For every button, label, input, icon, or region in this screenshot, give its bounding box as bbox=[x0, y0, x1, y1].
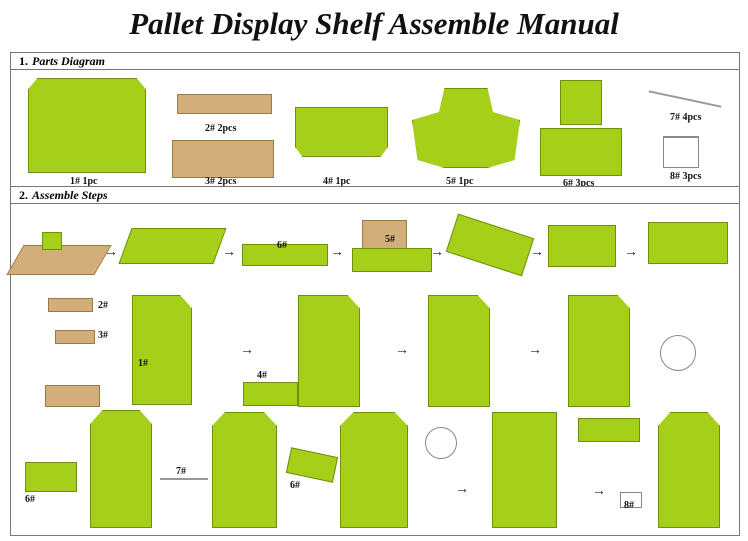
step-label: 2# bbox=[98, 300, 108, 311]
step-3-band bbox=[242, 244, 328, 266]
arrow-icon: → bbox=[624, 245, 638, 260]
part-2-label: 2# 2pcs bbox=[205, 123, 237, 134]
part-6-label: 6# 3pcs bbox=[563, 178, 595, 189]
step-1-fold bbox=[42, 232, 62, 250]
rod-7 bbox=[160, 478, 208, 480]
step-label: 6# bbox=[25, 494, 35, 505]
section-title: Parts Diagram bbox=[32, 54, 106, 68]
step-label: 6# bbox=[277, 240, 287, 251]
step-shelf-body bbox=[298, 295, 360, 407]
part-8-price-holder bbox=[663, 136, 699, 168]
part-4-header bbox=[295, 107, 388, 157]
step-shelf-body bbox=[212, 412, 277, 528]
step-shelf-body bbox=[132, 295, 192, 405]
step-label: 4# bbox=[257, 370, 267, 381]
step-4-top-tray bbox=[362, 220, 407, 250]
section-header-parts: 1. Parts Diagram bbox=[10, 52, 740, 70]
step-label: 6# bbox=[290, 480, 300, 491]
price-holder-8 bbox=[620, 492, 642, 508]
detail-zoom-circle bbox=[660, 335, 696, 371]
step-label: 5# bbox=[385, 234, 395, 245]
section-number: 2. bbox=[19, 188, 28, 202]
step-shelf-body bbox=[568, 295, 630, 407]
step-label: 3# bbox=[98, 330, 108, 341]
page-title: Pallet Display Shelf Assemble Manual bbox=[129, 6, 619, 41]
part-8-label: 8# 3pcs bbox=[670, 171, 702, 182]
part-6-shelf-tray bbox=[540, 128, 622, 176]
detail-zoom-circle bbox=[425, 427, 457, 459]
step-7-box bbox=[648, 222, 728, 264]
part-6-shelf-back bbox=[560, 80, 602, 125]
step-shelf-body bbox=[492, 412, 557, 528]
step-2-box bbox=[118, 228, 227, 264]
part-1-label: 1# 1pc bbox=[70, 176, 98, 187]
divider-3 bbox=[55, 330, 95, 344]
step-top-tray bbox=[578, 418, 640, 442]
step-shelf-body bbox=[90, 410, 152, 528]
step-label: 7# bbox=[176, 466, 186, 477]
step-header-4 bbox=[243, 382, 298, 406]
step-label: 8# bbox=[624, 500, 634, 511]
divider-2 bbox=[48, 298, 93, 312]
section-header-steps: 2. Assemble Steps bbox=[10, 186, 740, 204]
section-number: 1. bbox=[19, 54, 28, 68]
part-4-label: 4# 1pc bbox=[323, 176, 351, 187]
step-shelf-body bbox=[340, 412, 408, 528]
arrow-icon: → bbox=[530, 245, 544, 260]
arrow-icon: → bbox=[455, 482, 469, 497]
part-1-side-panel bbox=[28, 78, 146, 173]
section-title: Assemble Steps bbox=[32, 188, 108, 202]
step-6-box bbox=[548, 225, 616, 267]
divider-grid bbox=[45, 385, 100, 407]
arrow-icon: → bbox=[240, 343, 254, 358]
arrow-icon: → bbox=[222, 245, 236, 260]
part-7-label: 7# 4pcs bbox=[670, 112, 702, 123]
arrow-icon: → bbox=[430, 245, 444, 260]
part-3-label: 3# 2pcs bbox=[205, 176, 237, 187]
arrow-icon: → bbox=[528, 343, 542, 358]
step-shelf-body bbox=[428, 295, 490, 407]
part-3-divider bbox=[172, 140, 274, 178]
arrow-icon: → bbox=[592, 484, 606, 499]
step-4-box bbox=[352, 248, 432, 272]
step-shelf-6 bbox=[25, 462, 77, 492]
arrow-icon: → bbox=[395, 343, 409, 358]
step-label: 1# bbox=[138, 358, 148, 369]
part-5-label: 5# 1pc bbox=[446, 176, 474, 187]
finished-display-shelf bbox=[658, 412, 720, 528]
arrow-icon: → bbox=[330, 245, 344, 260]
arrow-icon: → bbox=[104, 245, 118, 260]
part-2-divider bbox=[177, 94, 272, 114]
